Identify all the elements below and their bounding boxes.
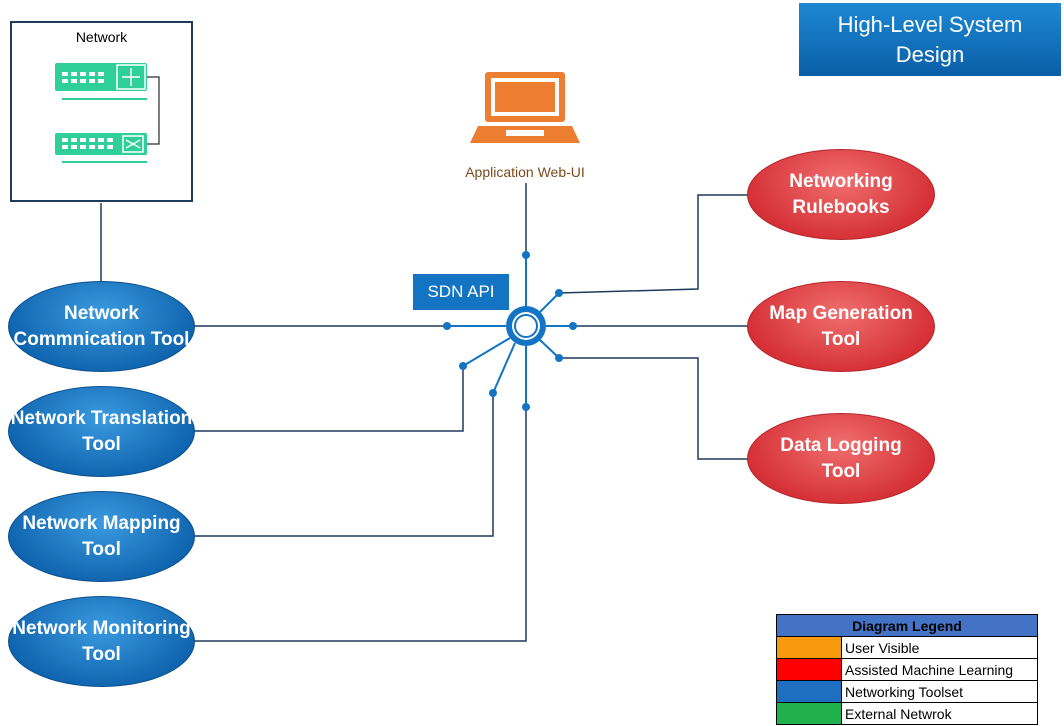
legend-swatch xyxy=(776,658,842,681)
tool-line1: Network Monitoring xyxy=(12,617,191,639)
spoke-dot-lowleft1 xyxy=(459,362,467,370)
legend-row: User Visible xyxy=(776,636,1038,659)
legend-swatch xyxy=(776,636,842,659)
switch-icon xyxy=(55,133,147,163)
tool-line2: Tool xyxy=(82,643,121,665)
network-devices xyxy=(55,63,160,163)
spoke-lowleft1 xyxy=(462,337,511,367)
laptop-icon xyxy=(470,72,580,143)
legend-label: Networking Toolset xyxy=(841,680,1038,703)
router-icon xyxy=(55,63,147,100)
diagram-title: High-Level System Design xyxy=(799,3,1061,76)
tool-line2: Rulebooks xyxy=(792,196,890,218)
tool-line1: Data Logging xyxy=(780,434,902,456)
tool-line2: Tool xyxy=(82,433,121,455)
tool-line2: Tool xyxy=(821,460,861,482)
tool-line1: Network Mapping xyxy=(22,512,181,534)
spoke-dot-upright xyxy=(555,289,563,297)
legend-row: External Netwrok xyxy=(776,702,1038,725)
tool-line1: Map Generation xyxy=(769,302,913,324)
legend-label: User Visible xyxy=(841,636,1038,659)
legend-label: External Netwrok xyxy=(841,702,1038,725)
tool-line2: Tool xyxy=(82,538,121,560)
hub-icon xyxy=(506,306,546,346)
spoke-lowleft2 xyxy=(492,342,516,394)
spoke-dot-lowright xyxy=(555,354,563,362)
legend-row: Assisted Machine Learning xyxy=(776,658,1038,681)
connector-monitoring xyxy=(194,407,527,642)
device-link xyxy=(147,76,160,145)
network-box: Network xyxy=(10,21,193,202)
tool-line2: Tool xyxy=(821,328,861,350)
legend-row: Networking Toolset xyxy=(776,680,1038,703)
connector-translation xyxy=(194,366,464,432)
spoke-upright xyxy=(539,292,560,313)
legend-swatch xyxy=(776,702,842,725)
title-line2: Design xyxy=(895,42,965,67)
connector-rulebooks xyxy=(558,194,748,294)
connector-datalogging xyxy=(559,357,748,460)
spoke-dot-lowleft2 xyxy=(489,389,497,397)
spoke-dot-left xyxy=(443,322,451,330)
legend-label: Assisted Machine Learning xyxy=(841,658,1038,681)
diagram-legend: Diagram Legend User Visible Assisted Mac… xyxy=(776,614,1038,725)
spoke-lowright xyxy=(539,339,560,359)
spoke-dot-top xyxy=(522,251,530,259)
tool-line1: Networking xyxy=(789,170,893,192)
tool-line1: Network xyxy=(64,302,139,324)
spoke-dot-right xyxy=(569,322,577,330)
legend-swatch xyxy=(776,680,842,703)
connector-mapping xyxy=(194,393,494,537)
network-box-label: Network xyxy=(75,29,128,45)
application-label: Application Web-UI xyxy=(465,164,585,180)
tool-line1: Network Translation xyxy=(10,407,193,429)
sdn-api-label: SDN API xyxy=(413,274,509,310)
tool-line2: Commnication Tool xyxy=(13,328,190,350)
spoke-dot-bottom xyxy=(522,403,530,411)
title-line1: High-Level System xyxy=(837,12,1023,37)
legend-title: Diagram Legend xyxy=(776,614,1038,637)
